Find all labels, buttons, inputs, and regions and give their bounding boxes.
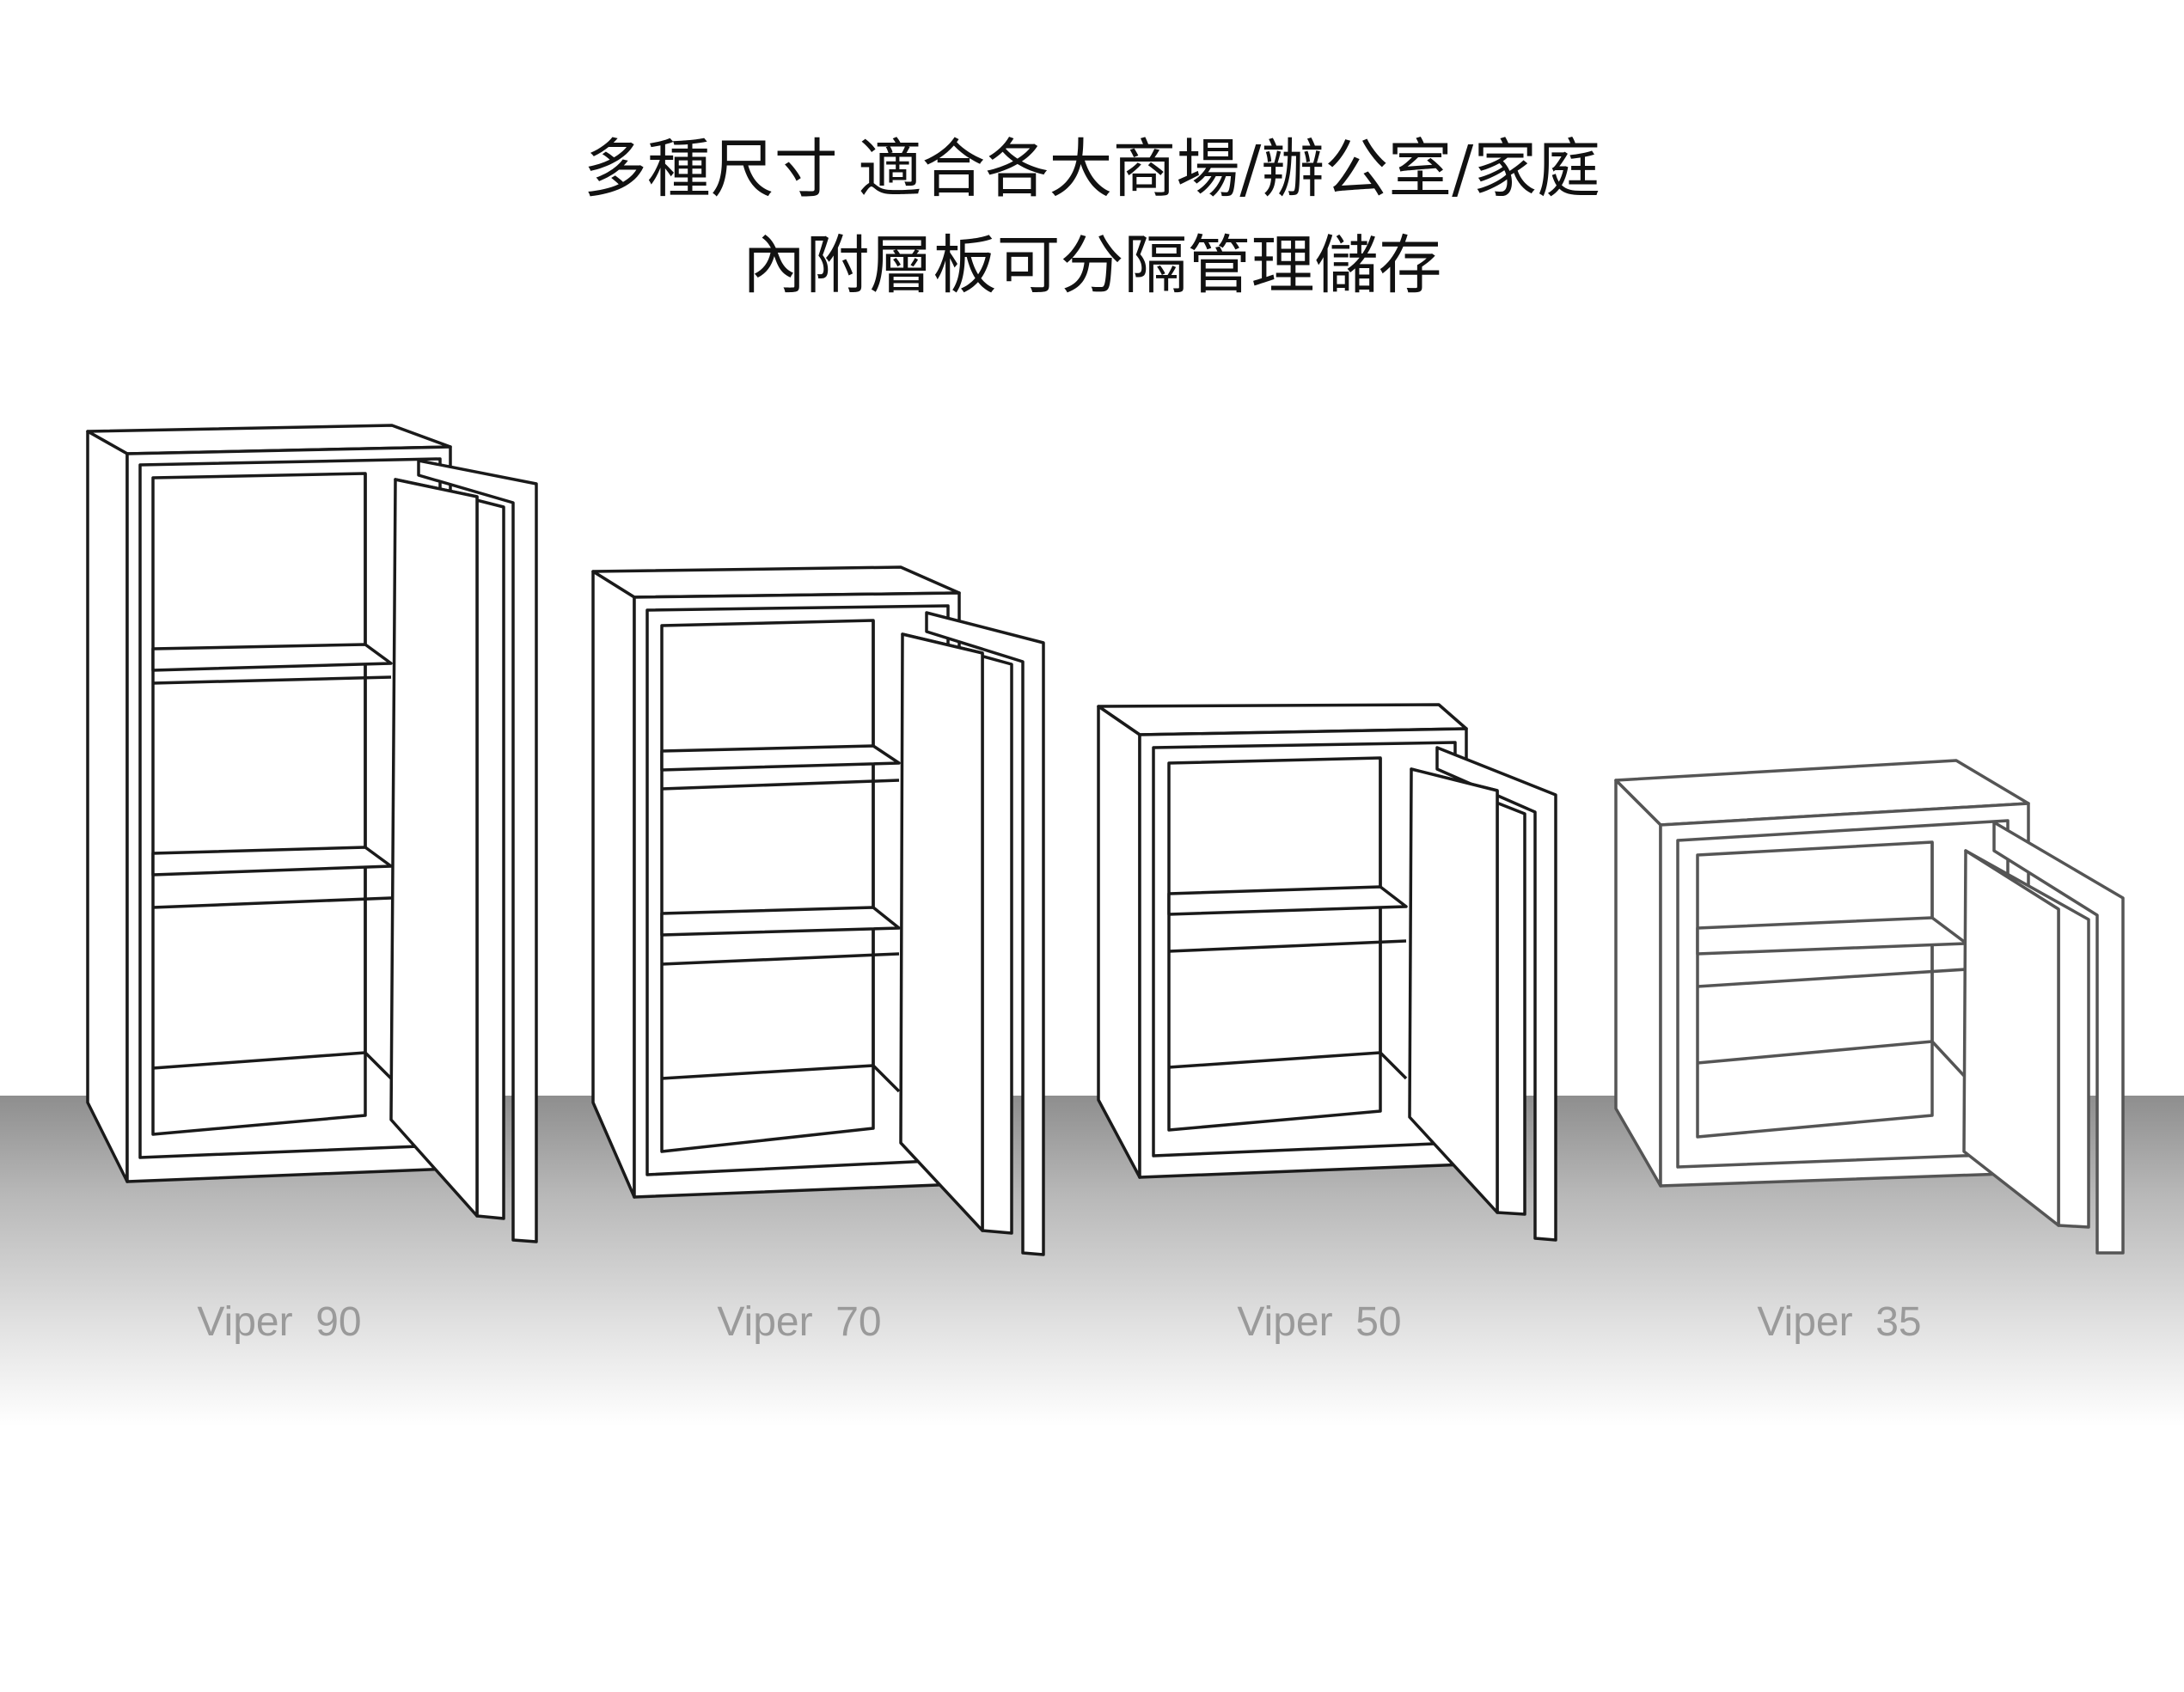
cabinet-side [1614,779,1662,1188]
cabinet-interior [151,472,367,1136]
model-label-viper-90: Viper 90 [197,1299,362,1345]
door-back-panel [925,611,1045,1256]
headline-line-1: 多種尺寸 適合各大商場/辦公室/家庭 [583,132,1601,206]
cabinet-interior [1167,756,1382,1132]
door-face [899,632,984,1232]
cabinet-viper-50 [1097,703,1557,1242]
bottom-shelf [1168,1051,1381,1069]
door-face [1962,849,2060,1227]
model-label-viper-70: Viper 70 [717,1299,882,1345]
door-back-panel [417,459,538,1243]
shelf-front-edge [152,675,392,685]
cabinet-side [591,570,636,1199]
shelf-front-edge [661,779,900,791]
bottom-shelf [152,1051,366,1070]
shelf-front-edge [1697,968,1967,988]
shelf-front-edge [661,952,900,966]
cabinet-viper-90 [86,424,538,1243]
model-label-viper-50: Viper 50 [1237,1299,1402,1345]
shelf [151,643,393,672]
shelf [660,906,901,937]
shelf [151,846,393,877]
shelf-front-edge [152,896,392,909]
cabinet-interior [660,619,875,1153]
door-face [389,478,479,1218]
cabinet-interior [1696,840,1934,1139]
cabinet-side [1097,705,1141,1179]
shelf-front-edge [1168,939,1407,953]
door-face [1408,767,1499,1214]
cabinet-viper-70 [591,565,1045,1256]
bottom-shelf [661,1064,874,1080]
cabinet-viper-35 [1614,759,2125,1255]
model-label-viper-35: Viper 35 [1757,1299,1922,1345]
cabinet-side [86,430,129,1183]
door-back-panel [1992,821,2125,1255]
headline-line-2: 內附層板可分隔管理儲存 [742,229,1442,302]
door-back-panel [1435,746,1557,1242]
bottom-shelf [1697,1040,1933,1065]
shelf [1167,885,1408,916]
shelf [660,744,901,772]
